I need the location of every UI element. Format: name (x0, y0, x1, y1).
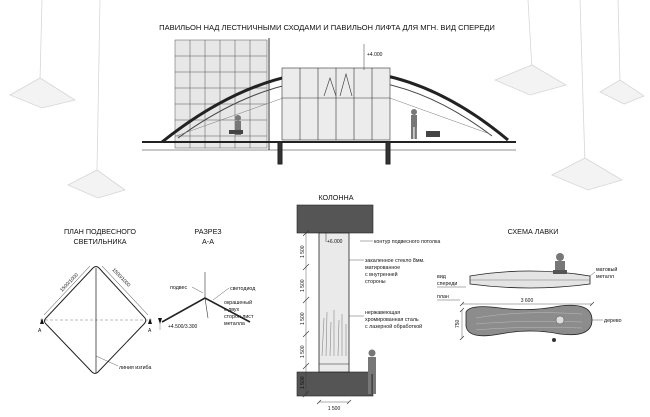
column-glass-line3: с внутренней (365, 271, 398, 278)
decorative-pendant-lamps (9, 0, 645, 199)
bench-matte-line2: металл (596, 274, 614, 280)
elevator-glass-tower (174, 38, 270, 150)
bench-title: СХЕМА ЛАВКИ (508, 227, 559, 236)
section-painted-line3: сторон лист (224, 314, 254, 320)
bench-front-line1: вид (437, 274, 446, 280)
bench-wood-label: дерево (604, 318, 622, 324)
section-a-a: РАЗРЕЗ А-А подвес светодиод окрашеный с … (158, 227, 255, 330)
section-height-mark: +4.500/3.300 (168, 324, 198, 330)
section-painted-line4: металла (224, 321, 245, 327)
sheet-title: ПАВИЛЬОН НАД ЛЕСТНИЧНЫМИ СХОДАМИ И ПАВИЛ… (159, 23, 495, 32)
column-title: КОЛОННА (318, 193, 353, 202)
column-dim-v2: 1 500 (300, 279, 306, 292)
bench-front-view (469, 253, 591, 289)
section-painted-line1: окрашеный (224, 299, 252, 306)
column-dim-bottom: 1 500 (328, 406, 341, 412)
column-dim-v5: 1 500 (300, 376, 306, 389)
bench-matte-line1: матовый (596, 266, 617, 273)
column-ceiling-contour-label: контур подвесного потолка (374, 239, 440, 245)
lamp-dim-right: 1500/1000 (111, 267, 132, 288)
lamp-dim-left: 1500/1000 (59, 272, 80, 293)
section-title-line1: РАЗРЕЗ (194, 227, 221, 236)
column-steel-line1: нержавеющая (365, 310, 400, 316)
bench-width-dim: 750 (455, 319, 461, 328)
bench-scheme: СХЕМА ЛАВКИ вид спереди матовый металл п… (437, 227, 622, 342)
column-dim-v4: 1 500 (300, 345, 306, 358)
column-detail: КОЛОННА +6.000 1 500 1 500 1 500 1 (296, 193, 440, 412)
section-painted-line2: с двух (224, 307, 240, 313)
pavilion-elevation: +4.000 (142, 38, 516, 165)
bench-plan-view (465, 304, 593, 337)
lamp-section-marker-left: A (38, 328, 42, 334)
column-steel-line3: с лазерной обработкой (365, 323, 422, 330)
column-glass-line1: закаленное стекло 8мм. (365, 258, 425, 264)
person-figure (229, 109, 440, 139)
lamp-plan-title-line1: ПЛАН ПОДВЕСНОГО (64, 227, 136, 236)
laser-cut-steel-pattern (321, 310, 347, 357)
lamp-outline (44, 266, 147, 374)
column-glass-line2: матированное (365, 265, 400, 271)
lamp-plan: ПЛАН ПОДВЕСНОГО СВЕТИЛЬНИКА 1500/1000 15… (38, 227, 152, 374)
section-led-label: светодиод (230, 286, 255, 292)
elevation-height-mark: +4.000 (367, 52, 383, 58)
lamp-bend-line-label: линия изгиба (119, 365, 151, 371)
lamp-section-marker-right: A (148, 328, 152, 334)
column-glass-line4: стороны (365, 279, 386, 285)
glazed-facade (281, 44, 391, 141)
bench-front-line2: спереди (437, 281, 457, 287)
column-dim-v3: 1 500 (300, 312, 306, 325)
bench-length-dim: 3 600 (521, 298, 534, 304)
ground-slab (142, 141, 516, 165)
section-hanger-label: подвес (170, 285, 187, 291)
column-dim-v1: 1 500 (300, 245, 306, 258)
bench-plan-label: план (437, 294, 449, 300)
lamp-plan-title-line2: СВЕТИЛЬНИКА (73, 237, 126, 246)
column-height-mark: +6.000 (327, 239, 343, 245)
person-figure-column (368, 349, 376, 394)
section-title-line2: А-А (202, 237, 214, 246)
column-steel-line2: хромированная сталь (365, 317, 419, 323)
